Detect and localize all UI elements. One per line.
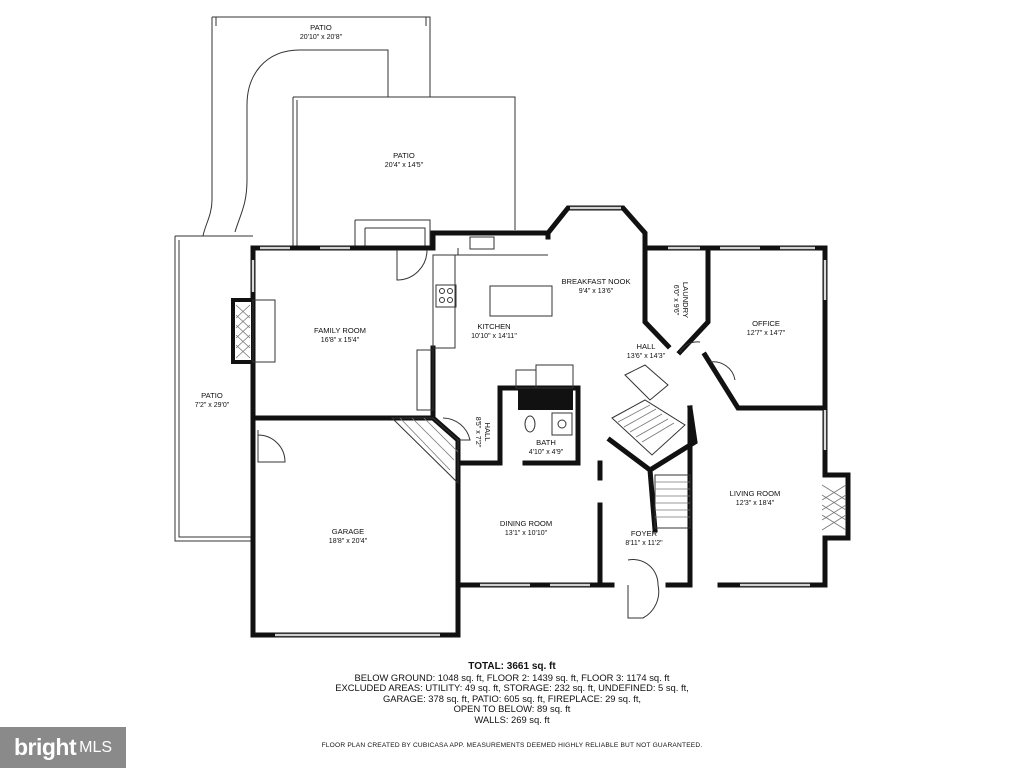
patio-left-dims: 7'2" x 29'0" [195,402,230,409]
summary-line-5: WALLS: 269 sq. ft [474,713,550,725]
patio-mid-dims: 20'4" x 14'5" [385,162,424,169]
hall-main-dims: 13'6" x 14'3" [627,353,666,360]
bright-mls-logo: bright MLS [0,727,126,768]
laundry-dims: 6'0" x 9'6" [672,285,679,316]
room-labels: PATIO 20'10" x 20'8" PATIO 20'4" x 14'5"… [195,23,786,547]
hall-main-name: HALL [637,342,656,351]
bath-name: BATH [536,438,556,447]
patio-outlines [174,16,516,542]
area-summary: TOTAL: 3661 sq. ft BELOW GROUND: 1048 sq… [262,661,762,726]
kitchen-fixtures [416,236,553,411]
brand-name: bright [13,734,77,760]
total-area: TOTAL: 3661 sq. ft [468,661,556,672]
office-dims: 12'7" x 14'7" [747,330,786,337]
summary-line-1: BELOW GROUND: 1048 sq. ft, FLOOR 2: 1439… [354,671,670,683]
dining-room-dims: 13'1" x 10'10" [505,530,548,537]
living-room-name: LIVING ROOM [730,489,781,498]
hall-small-name: HALL [483,423,492,442]
kitchen-name: KITCHEN [477,322,510,331]
fireplace-family [231,298,276,364]
summary-line-4: OPEN TO BELOW: 89 sq. ft [453,703,571,715]
summary-line-2: EXCLUDED AREAS: UTILITY: 49 sq. ft, STOR… [335,682,689,694]
patio-top-dims: 20'10" x 20'8" [300,34,343,41]
garage-dims: 18'8" x 20'4" [329,538,368,545]
breakfast-nook-dims: 9'4" x 13'6" [579,288,614,295]
garage-name: GARAGE [332,527,365,536]
fireplace-living [821,484,847,531]
kitchen-dims: 10'10" x 14'11" [471,333,517,340]
bath-fixtures [515,364,574,436]
windows [251,206,827,637]
laundry-name: LAUNDRY [681,282,690,318]
hall-small-dims: 8'5" x 7'2" [474,417,481,448]
patio-left-name: PATIO [201,391,223,400]
brand-suffix: MLS [79,738,113,756]
doors [257,249,736,619]
office-name: OFFICE [752,319,780,328]
breakfast-nook-name: BREAKFAST NOOK [561,277,630,286]
foyer-name: FOYER [631,529,658,538]
patio-top-name: PATIO [310,23,332,32]
stairs [390,364,691,529]
bath-dims: 4'10" x 4'9" [529,449,564,456]
summary-line-3: GARAGE: 378 sq. ft, PATIO: 605 sq. ft, F… [382,692,642,704]
foyer-dims: 8'11" x 11'2" [625,540,663,547]
patio-mid-name: PATIO [393,151,415,160]
dining-room-name: DINING ROOM [500,519,552,528]
family-room-dims: 16'8" x 15'4" [321,337,360,344]
living-room-dims: 12'3" x 18'4" [736,500,775,507]
floor-plan: PATIO 20'10" x 20'8" PATIO 20'4" x 14'5"… [174,16,851,638]
family-room-name: FAMILY ROOM [314,326,366,335]
walls [250,205,851,638]
disclaimer: FLOOR PLAN CREATED BY CUBICASA APP. MEAS… [321,742,703,749]
